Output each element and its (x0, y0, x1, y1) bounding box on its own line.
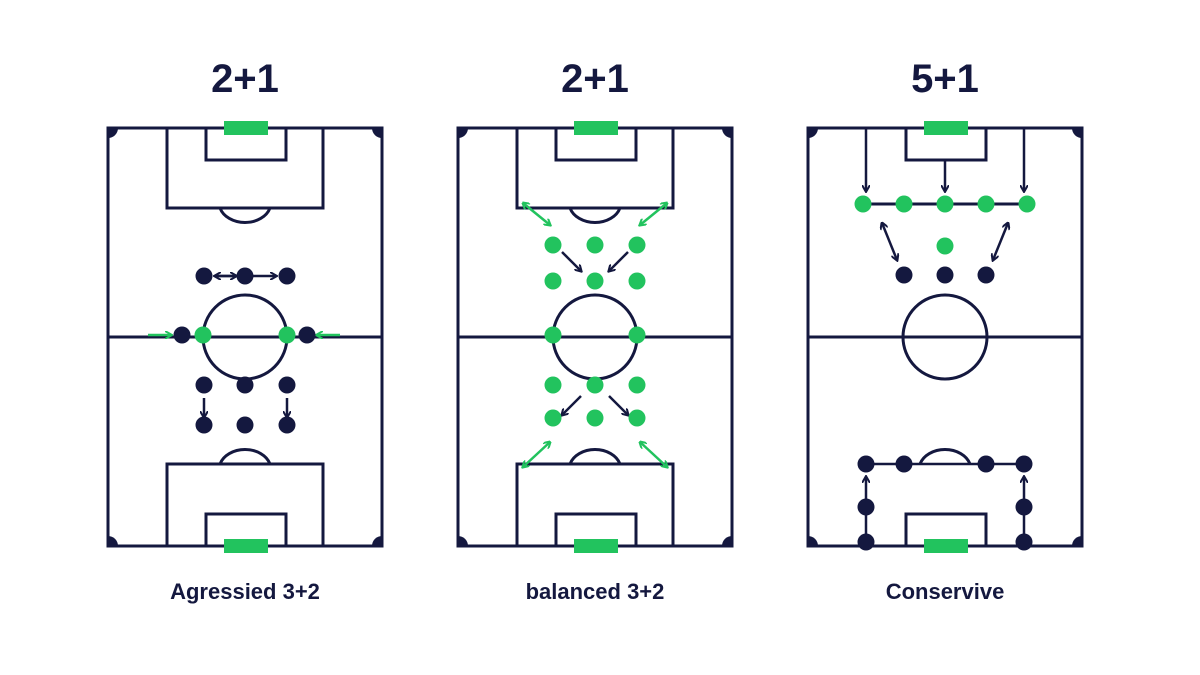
player-markers (173, 267, 316, 434)
player-dot (544, 236, 562, 254)
player-dot (236, 416, 254, 434)
player-dot (544, 326, 562, 344)
bottom-goal (924, 539, 968, 553)
player-dot (586, 236, 604, 254)
movement-arrows (523, 203, 667, 467)
player-dot (236, 376, 254, 394)
pitch-markings (456, 126, 734, 548)
bottom-goal (224, 539, 268, 553)
player-dot (586, 409, 604, 427)
corner-markers (808, 128, 1082, 546)
bottom-goal (574, 539, 618, 553)
player-dot (977, 455, 995, 473)
formation-diagram-balanced: 2+1 (450, 0, 740, 675)
player-dot (936, 266, 954, 284)
player-markers (544, 236, 646, 427)
player-dot (278, 267, 296, 285)
formation-name-label: Conservive (885, 579, 1005, 604)
player-dot (195, 267, 213, 285)
formation-diagram-aggressive: 2+1 (100, 0, 390, 675)
formation-name-label: balanced 3+2 (525, 579, 665, 604)
player-dot (936, 195, 954, 213)
movement-arrows (866, 128, 1024, 535)
player-dot (1015, 498, 1033, 516)
player-dot (173, 326, 191, 344)
player-dot (195, 376, 213, 394)
pitch-diagram (806, 121, 1084, 553)
formation-diagram-conservative: 5+1 (800, 0, 1090, 675)
player-dot (278, 326, 296, 344)
player-dot (194, 326, 212, 344)
player-dot (278, 416, 296, 434)
player-dot (586, 272, 604, 290)
pitch-markings (106, 126, 384, 548)
formation-name-label: Agressied 3+2 (170, 579, 320, 604)
player-dot (236, 267, 254, 285)
player-dot (895, 195, 913, 213)
player-dot (936, 237, 954, 255)
player-dot (195, 416, 213, 434)
corner-markers (108, 128, 382, 546)
player-markers (854, 195, 1036, 551)
player-dot (895, 455, 913, 473)
player-dot (278, 376, 296, 394)
player-dot (857, 455, 875, 473)
player-dot (895, 266, 913, 284)
player-dot (628, 272, 646, 290)
top-goal (224, 121, 268, 135)
player-dot (1018, 195, 1036, 213)
formation-count-label: 2+1 (211, 57, 279, 101)
player-dot (854, 195, 872, 213)
player-dot (857, 498, 875, 516)
formation-count-label: 2+1 (561, 57, 629, 101)
player-dot (1015, 533, 1033, 551)
player-dot (628, 376, 646, 394)
top-goal (924, 121, 968, 135)
player-dot (977, 195, 995, 213)
player-dot (298, 326, 316, 344)
pitch-diagram (106, 121, 384, 553)
top-goal (574, 121, 618, 135)
player-dot (544, 409, 562, 427)
player-dot (544, 272, 562, 290)
corner-markers (458, 128, 732, 546)
player-dot (977, 266, 995, 284)
player-dot (628, 326, 646, 344)
formation-count-label: 5+1 (911, 57, 979, 101)
movement-arrows (148, 276, 340, 417)
player-dot (1015, 455, 1033, 473)
player-dot (586, 376, 604, 394)
player-dot (628, 236, 646, 254)
pitch-diagram (456, 121, 734, 553)
player-dot (628, 409, 646, 427)
player-dot (544, 376, 562, 394)
player-dot (857, 533, 875, 551)
